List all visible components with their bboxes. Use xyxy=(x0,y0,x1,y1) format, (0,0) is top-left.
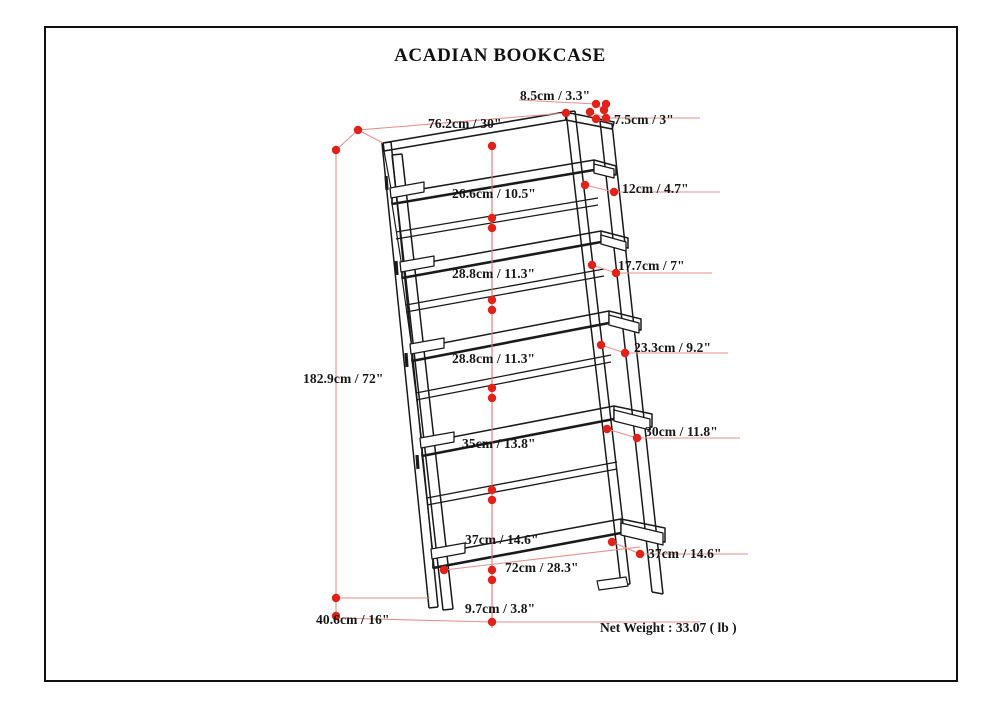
dim-dot xyxy=(591,114,601,124)
dim-dot xyxy=(439,565,449,575)
dim-dot xyxy=(331,145,341,155)
leader-overall-height-top xyxy=(335,129,359,151)
dim-dot xyxy=(331,611,341,621)
page-title: ACADIAN BOOKCASE xyxy=(394,45,606,66)
bookcase-illustration xyxy=(381,110,666,611)
dim-label-top-shelf-width: 76.2cm / 30" xyxy=(428,116,502,131)
dim-dot xyxy=(487,305,497,315)
dim-dot xyxy=(487,295,497,305)
dim-dot xyxy=(601,99,611,109)
dim-label-shelf-depth-1: 12cm / 4.7" xyxy=(622,181,689,196)
dim-dot xyxy=(632,433,642,443)
dim-label-base-depth: 40.6cm / 16" xyxy=(316,612,390,627)
drawing-border xyxy=(44,26,958,682)
dim-label-shelf-depth-2: 17.7cm / 7" xyxy=(618,258,685,273)
leader-bottom-clearance xyxy=(335,617,493,623)
dim-dot xyxy=(487,393,497,403)
dim-dot xyxy=(487,213,497,223)
dim-label-shelf-gap-1: 26.6cm / 10.5" xyxy=(452,186,536,201)
dim-label-overall-height: 182.9cm / 72" xyxy=(303,371,384,386)
dim-dot xyxy=(487,141,497,151)
dim-dot xyxy=(487,565,497,575)
rear-right-post xyxy=(565,110,631,586)
dim-dot xyxy=(487,223,497,233)
back-slats xyxy=(395,197,618,506)
dimension-points xyxy=(331,99,645,627)
dim-dot xyxy=(561,108,571,118)
dim-dot xyxy=(596,340,606,350)
dim-label-shelf-depth-3: 23.3cm / 9.2" xyxy=(634,340,712,355)
dim-dot xyxy=(331,593,341,603)
dim-dot xyxy=(611,268,621,278)
leader-bottom-width xyxy=(443,546,641,571)
left-side-stretchers xyxy=(389,181,466,560)
hardware-marks xyxy=(384,175,420,470)
leader-top-thickness xyxy=(518,99,597,105)
dim-dot xyxy=(585,107,595,117)
rear-left-post xyxy=(381,141,439,609)
dim-dot xyxy=(591,99,601,109)
dim-dot xyxy=(635,549,645,559)
dim-dot xyxy=(609,187,619,197)
dim-dot xyxy=(580,180,590,190)
dim-label-shelf-depth-4: 30cm / 11.8" xyxy=(645,424,718,439)
dim-dot xyxy=(487,485,497,495)
dim-dot xyxy=(353,125,363,135)
leader-top-width xyxy=(357,112,567,131)
dim-dot xyxy=(487,575,497,585)
dim-label-shelf-gap-3: 28.8cm / 11.3" xyxy=(452,351,536,366)
dim-dot xyxy=(587,260,597,270)
dim-dot xyxy=(487,617,497,627)
dim-label-top-board-thickness: 8.5cm / 3.3" xyxy=(520,88,591,103)
dim-label-shelf-gap-2: 28.8cm / 11.3" xyxy=(452,266,536,281)
dim-label-shelf-gap-4: 35cm / 13.8" xyxy=(462,436,536,451)
dim-dot xyxy=(601,113,611,123)
dim-label-shelf-gap-5: 37cm / 14.6" xyxy=(465,532,539,547)
right-side-brackets xyxy=(593,163,664,546)
dim-dot xyxy=(620,348,630,358)
dim-dot xyxy=(487,495,497,505)
net-weight-label: Net Weight : 33.07 ( lb ) xyxy=(600,620,737,635)
dim-dot xyxy=(602,424,612,434)
base-foot-bracket xyxy=(596,576,629,591)
dim-label-top-depth: 7.5cm / 3" xyxy=(614,112,674,127)
dim-label-shelf-depth-5: 37cm / 14.6" xyxy=(648,546,722,561)
dim-dot xyxy=(607,537,617,547)
dim-dot xyxy=(487,383,497,393)
front-left-leg xyxy=(391,153,454,611)
leader-overall-height-hook xyxy=(357,129,384,144)
dim-label-bottom-shelf-width: 72cm / 28.3" xyxy=(505,560,579,575)
dim-label-bottom-clearance: 9.7cm / 3.8" xyxy=(465,601,536,616)
left-side-rails xyxy=(383,150,434,555)
